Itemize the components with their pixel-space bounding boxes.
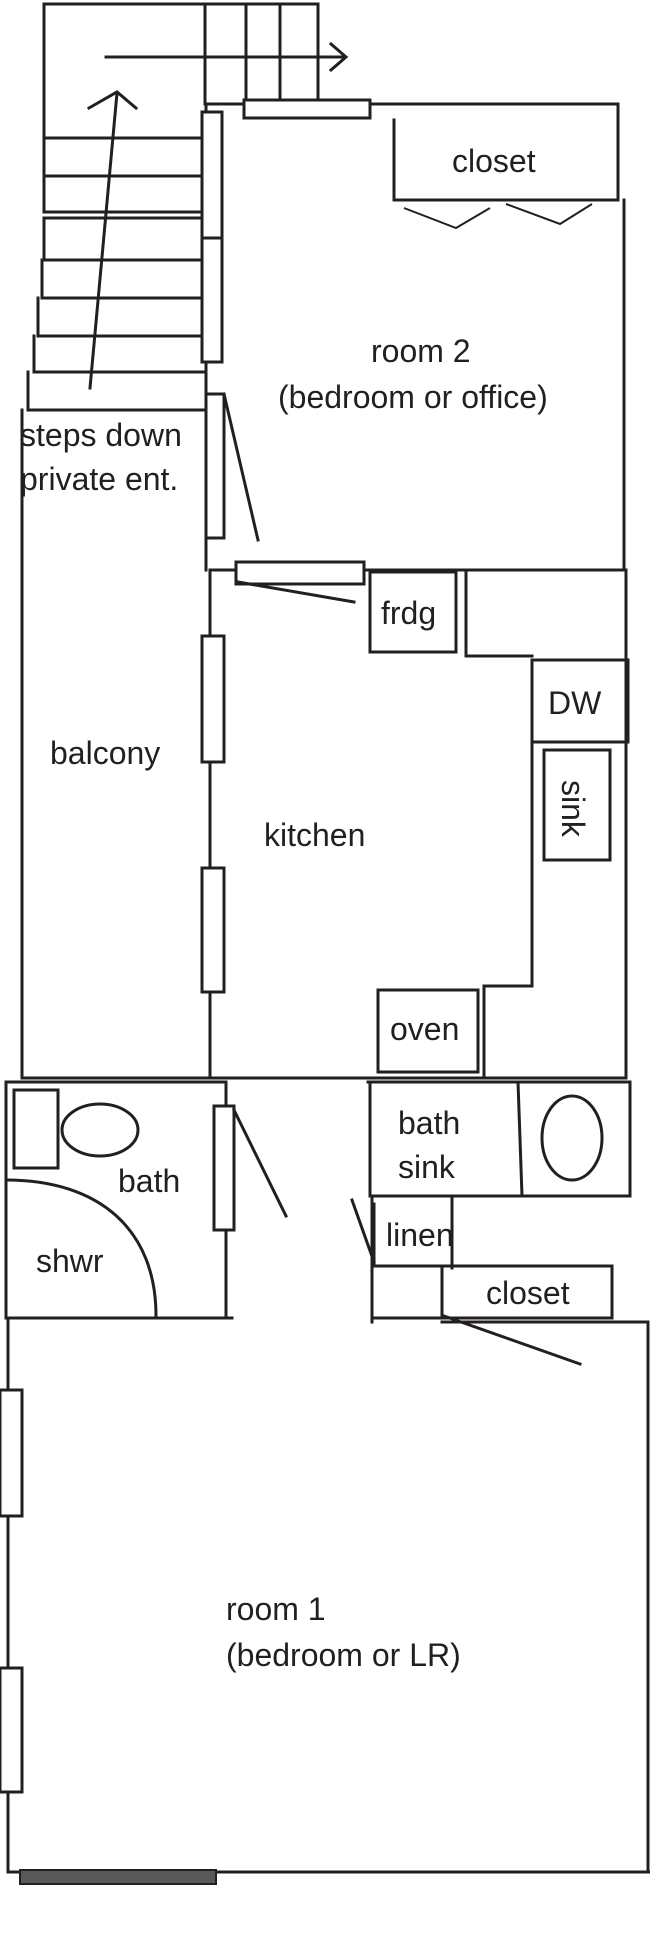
room-1-door-threshold [19, 1869, 217, 1885]
kitchen-label: kitchen [264, 817, 365, 853]
linen-label: linen [386, 1217, 454, 1253]
bath-door [212, 1104, 289, 1232]
toilet-tank [12, 1088, 60, 1170]
kitchen-door [234, 560, 366, 604]
kitchen-sink [542, 748, 612, 862]
toilet-bowl [60, 1102, 140, 1158]
stairs-label-line-1: steps down [20, 417, 182, 453]
kitchen [208, 568, 628, 1080]
dishwasher [530, 658, 630, 744]
kitchen-sink-label: sink [555, 780, 591, 838]
room-2-windows [200, 98, 372, 364]
room-1-name: room 1 [226, 1591, 326, 1627]
stair-direction-arrow-icon [86, 41, 349, 390]
room-2-name: room 2 [371, 333, 471, 369]
room-2-door [204, 392, 260, 542]
balcony-windows [200, 634, 226, 994]
closet-top [392, 118, 620, 230]
bath-sink [366, 1080, 632, 1198]
oven-label: oven [390, 1011, 459, 1047]
staircase [26, 2, 320, 412]
bath-sink-label-line-2: sink [398, 1149, 456, 1185]
stairs-label-line-2: private ent. [20, 461, 178, 497]
shower [4, 1178, 158, 1318]
oven [376, 988, 480, 1074]
room-1-use: (bedroom or LR) [226, 1637, 461, 1673]
fridge-label: frdg [381, 595, 436, 631]
bath [4, 1080, 234, 1320]
bath-sink-basin [540, 1094, 604, 1182]
room-2-use: (bedroom or office) [278, 379, 548, 415]
balcony-label: balcony [50, 735, 160, 771]
closet-top-label: closet [452, 143, 536, 179]
room-1-windows [0, 1388, 24, 1794]
fridge [368, 570, 458, 654]
bath-label: bath [118, 1163, 180, 1199]
room-1 [6, 1318, 650, 1874]
dishwasher-label: DW [548, 685, 602, 721]
closet-bottom-label: closet [486, 1275, 570, 1311]
closet-bottom [372, 1264, 614, 1366]
bath-sink-label-line-1: bath [398, 1105, 460, 1141]
shower-label: shwr [36, 1243, 104, 1279]
